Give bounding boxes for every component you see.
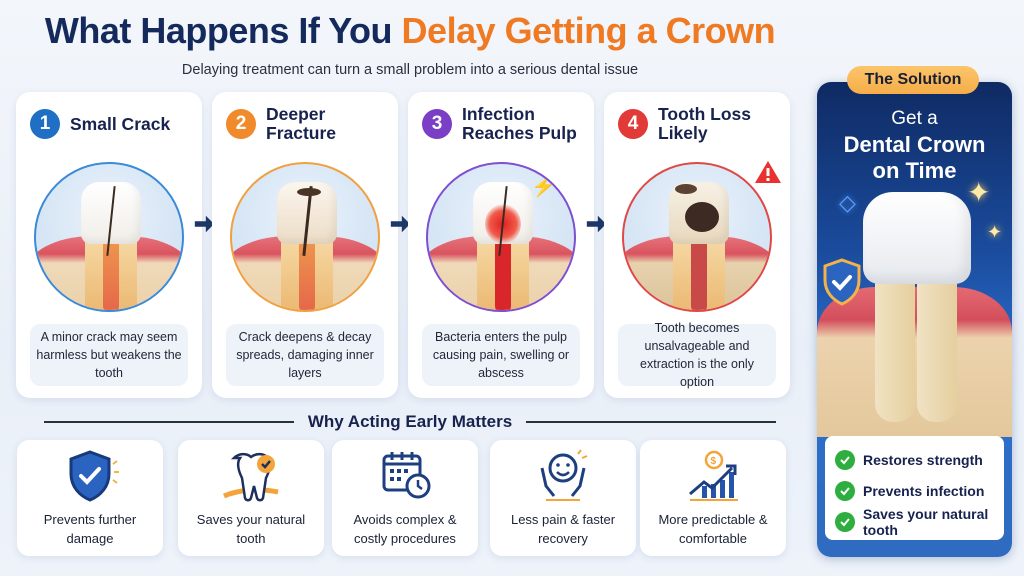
check-circle-icon — [835, 511, 855, 532]
svg-text:$: $ — [711, 456, 717, 467]
dental-crown-illustration: ✦ ✦ ◇ — [817, 177, 1012, 437]
title-part-1: What Happens If You — [44, 10, 402, 51]
benefit-card: $ More predictable & comfortable — [640, 440, 786, 556]
solution-line-2: Dental Crown — [843, 132, 986, 157]
page-title: What Happens If You Delay Getting a Crow… — [0, 10, 820, 52]
solution-line-3: on Time — [872, 158, 957, 183]
sparkle-icon: ✦ — [987, 222, 1003, 242]
calendar-clock-icon — [332, 448, 478, 504]
step-title: Deeper Fracture — [266, 104, 337, 143]
benefit-label: More predictable & comfortable — [658, 512, 768, 546]
tooth-check-icon — [178, 448, 324, 504]
decayed-tooth-icon — [622, 162, 772, 312]
solution-panel: Get a Dental Crown on Time ✦ ✦ ◇ Restore… — [817, 82, 1012, 557]
solution-benefit-label: Restores strength — [863, 451, 983, 468]
step-number-badge: 2 — [226, 109, 256, 139]
solution-benefit-label: Saves your natural tooth — [863, 505, 989, 538]
solution-benefits-list: Restores strength Prevents infection Sav… — [825, 436, 1004, 540]
step-description: A minor crack may seem harmless but weak… — [30, 324, 188, 386]
step-number-badge: 4 — [618, 109, 648, 139]
smiling-hands-icon — [490, 448, 636, 504]
benefit-card: Avoids complex & costly procedures — [332, 440, 478, 556]
benefit-label: Avoids complex & costly procedures — [353, 512, 457, 546]
benefit-card: Less pain & faster recovery — [490, 440, 636, 556]
step-card-3: 3 Infection Reaches Pulp ⚡ Bacteria ente… — [408, 92, 594, 398]
solution-benefit-label: Prevents infection — [863, 482, 985, 499]
step-title: Small Crack — [70, 113, 171, 134]
lightning-icon: ⚡ — [531, 176, 556, 198]
infected-tooth-icon: ⚡ — [426, 162, 576, 312]
step-description: Crack deepens & decay spreads, damaging … — [226, 324, 384, 386]
step-description: Bacteria enters the pulp causing pain, s… — [422, 324, 580, 386]
step-number-badge: 1 — [30, 109, 60, 139]
benefit-label: Prevents further damage — [43, 512, 137, 546]
step-card-4: 4 Tooth Loss Likely Tooth becomes unsalv… — [604, 92, 790, 398]
solution-benefit: Saves your natural tooth — [835, 505, 994, 538]
check-circle-icon — [835, 480, 855, 501]
fractured-tooth-icon — [230, 162, 380, 312]
solution-heading: Get a Dental Crown on Time — [817, 106, 1012, 184]
benefit-label: Less pain & faster recovery — [510, 512, 616, 546]
solution-line-1: Get a — [891, 108, 938, 129]
warning-icon — [754, 160, 782, 184]
solution-benefit: Restores strength — [835, 444, 994, 475]
arrow-right-icon — [389, 213, 411, 235]
title-part-2: Delay Getting a Crown — [401, 10, 776, 51]
step-card-2: 2 Deeper Fracture Crack deepens & decay … — [212, 92, 398, 398]
step-card-1: 1 Small Crack A minor crack may seem har… — [16, 92, 202, 398]
arrow-right-icon — [193, 213, 215, 235]
step-number-badge: 3 — [422, 109, 452, 139]
arrow-right-icon — [585, 213, 607, 235]
solution-benefit: Prevents infection — [835, 475, 994, 506]
benefit-label: Saves your natural tooth — [196, 512, 306, 546]
why-section-heading: Why Acting Early Matters — [0, 412, 820, 432]
page-subtitle: Delaying treatment can turn a small prob… — [181, 62, 639, 78]
sparkle-icon: ◇ — [839, 190, 856, 215]
check-circle-icon — [835, 449, 855, 470]
shield-check-icon — [17, 448, 163, 504]
step-title: Tooth Loss Likely — [658, 104, 751, 143]
step-description: Tooth becomes unsalvageable and extracti… — [618, 321, 776, 389]
benefit-card: Prevents further damage — [17, 440, 163, 556]
growth-chart-dollar-icon: $ — [640, 448, 786, 504]
cracked-tooth-icon — [34, 162, 184, 312]
step-title: Infection Reaches Pulp — [462, 104, 577, 143]
why-section-title: Why Acting Early Matters — [307, 412, 513, 431]
shield-check-icon — [821, 258, 863, 306]
solution-pill: The Solution — [847, 66, 979, 94]
sparkle-icon: ✦ — [967, 177, 991, 208]
benefit-card: Saves your natural tooth — [178, 440, 324, 556]
